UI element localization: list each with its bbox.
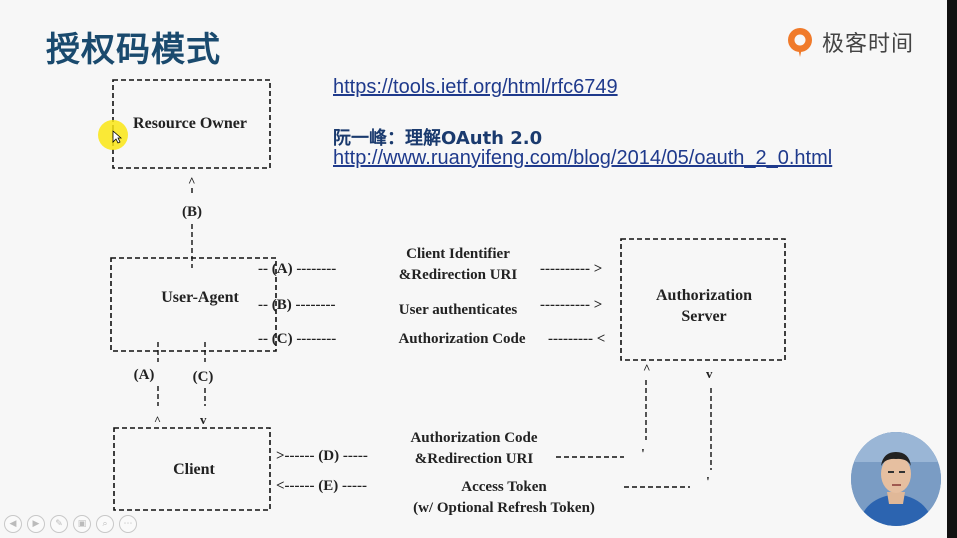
client-label: Client <box>173 461 215 478</box>
resource-owner-box <box>112 79 271 169</box>
brand-logo: 极客时间 <box>784 24 914 60</box>
flow-a-desc-line1: Client Identifier <box>406 246 510 262</box>
tick-d: ' <box>641 447 645 462</box>
authorization-server-box <box>620 238 786 361</box>
flow-c-prefix: -- (C) -------- <box>258 331 336 347</box>
flow-e-desc-line1: Access Token <box>461 479 547 495</box>
client-caret-up: ^ <box>154 413 161 427</box>
more-icon[interactable]: ⋯ <box>119 515 137 533</box>
next-icon[interactable]: ▶ <box>27 515 45 533</box>
slide-title: 授权码模式 <box>46 30 221 70</box>
zoom-icon[interactable]: ⌕ <box>96 515 114 533</box>
pen-icon[interactable]: ✎ <box>50 515 68 533</box>
presenter-avatar-icon <box>851 432 941 526</box>
as-caret-down: v <box>706 366 713 381</box>
flow-c-left-label: (C) <box>193 369 214 385</box>
auth-server-label-line1: Authorization <box>656 287 752 304</box>
flow-a-left-label: (A) <box>134 367 155 383</box>
slides-icon[interactable]: ▣ <box>73 515 91 533</box>
as-caret-up: ^ <box>643 361 651 376</box>
flow-e-desc-line2: (w/ Optional Refresh Token) <box>413 500 595 516</box>
resource-owner-label: Resource Owner <box>133 115 247 132</box>
flow-b-desc: User authenticates <box>399 302 518 318</box>
flow-b-vertical-label: (B) <box>182 204 202 220</box>
user-agent-label: User-Agent <box>161 289 239 306</box>
user-agent-box <box>110 257 277 352</box>
client-caret-down: v <box>200 412 207 427</box>
flow-a-desc-line2: &Redirection URI <box>399 267 518 283</box>
flow-a-tail: ---------- > <box>540 261 602 277</box>
flow-d-prefix: >------ (D) ----- <box>276 448 368 464</box>
player-controls: ◀ ▶ ✎ ▣ ⌕ ⋯ <box>4 515 137 533</box>
logo-text: 极客时间 <box>822 32 915 57</box>
mouse-pointer-icon <box>112 130 122 144</box>
flow-c-tail: --------- < <box>548 331 605 347</box>
client-box <box>113 427 271 511</box>
ro-caret-up: ^ <box>188 174 196 189</box>
geektime-logo-icon <box>788 28 812 57</box>
flow-e-prefix: <------ (E) ----- <box>276 478 367 494</box>
flow-d-desc-line2: &Redirection URI <box>415 451 534 467</box>
flow-d-desc-line1: Authorization Code <box>410 430 537 446</box>
tick-e: ' <box>706 475 710 490</box>
window-edge <box>947 0 957 538</box>
flow-b-tail: ---------- > <box>540 297 602 313</box>
flow-c-desc: Authorization Code <box>398 331 525 347</box>
reference-author: 阮一峰：理解OAuth 2.0 <box>333 128 543 149</box>
flow-b-prefix: -- (B) -------- <box>258 297 335 313</box>
prev-icon[interactable]: ◀ <box>4 515 22 533</box>
presenter-webcam <box>851 432 941 526</box>
auth-server-label-line2: Server <box>681 308 726 325</box>
blog-link[interactable]: http://www.ruanyifeng.com/blog/2014/05/o… <box>333 147 833 169</box>
flow-a-prefix: -- (A) -------- <box>258 261 336 277</box>
rfc-link[interactable]: https://tools.ietf.org/html/rfc6749 <box>333 76 618 98</box>
